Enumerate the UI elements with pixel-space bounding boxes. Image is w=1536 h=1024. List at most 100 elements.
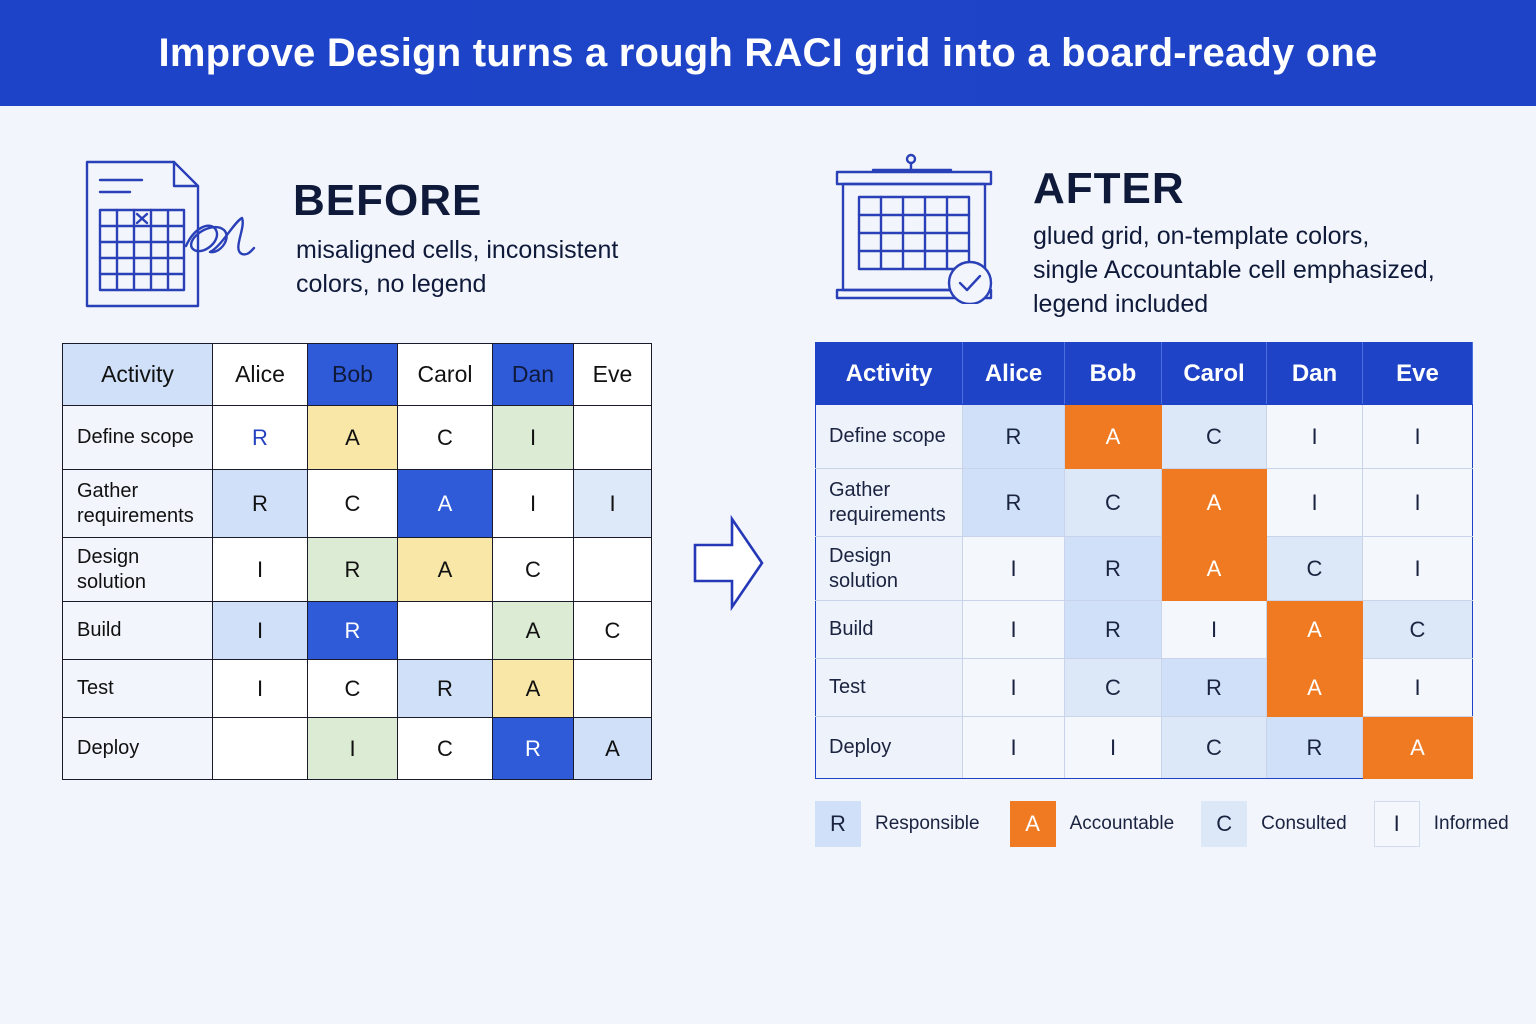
raci-cell: R bbox=[492, 717, 574, 780]
activity-cell: Build bbox=[62, 601, 213, 660]
raci-cell: A bbox=[492, 601, 574, 660]
activity-label: Build bbox=[77, 619, 122, 641]
raci-cell: R bbox=[307, 537, 398, 602]
raci-cell: I bbox=[1064, 716, 1162, 779]
column-header-person: Eve bbox=[573, 343, 652, 406]
raci-cell: C bbox=[397, 717, 493, 780]
raci-cell bbox=[573, 405, 652, 470]
activity-label: Define scope bbox=[829, 425, 946, 447]
title-banner: Improve Design turns a rough RACI grid i… bbox=[0, 0, 1536, 106]
activity-cell: Test bbox=[815, 658, 963, 717]
column-header-activity: Activity bbox=[62, 343, 213, 406]
raci-cell: R bbox=[397, 659, 493, 718]
raci-cell: I bbox=[1362, 658, 1473, 717]
activity-cell: Deploy bbox=[815, 716, 963, 779]
raci-cell bbox=[573, 659, 652, 718]
before-desc-line: misaligned cells, inconsistent bbox=[296, 236, 619, 264]
raci-cell: A bbox=[573, 717, 652, 780]
accountable-cell: A bbox=[1161, 536, 1267, 601]
raci-cell bbox=[573, 537, 652, 602]
accountable-cell: A bbox=[1266, 600, 1363, 659]
legend-item-informed: I Informed bbox=[1373, 801, 1509, 847]
before-heading: BEFORE bbox=[293, 176, 483, 225]
raci-cell: C bbox=[492, 537, 574, 602]
raci-cell: I bbox=[212, 601, 308, 660]
after-desc-line: single Accountable cell emphasized, bbox=[1033, 256, 1435, 284]
raci-cell: I bbox=[1161, 600, 1267, 659]
after-heading: AFTER bbox=[1033, 164, 1185, 213]
raci-cell: I bbox=[212, 659, 308, 718]
legend-swatch: I bbox=[1373, 801, 1420, 847]
activity-label: Deploy bbox=[77, 737, 140, 759]
raci-cell: R bbox=[1064, 600, 1162, 659]
column-header-person: Alice bbox=[212, 343, 308, 406]
raci-cell: C bbox=[1064, 468, 1162, 537]
page-title: Improve Design turns a rough RACI grid i… bbox=[158, 30, 1378, 75]
raci-cell: I bbox=[492, 469, 574, 538]
raci-cell: I bbox=[573, 469, 652, 538]
presentation-board-check-icon bbox=[833, 152, 995, 309]
raci-cell: C bbox=[1064, 658, 1162, 717]
activity-label: Deploy bbox=[829, 736, 892, 758]
activity-cell: Design solution bbox=[815, 536, 963, 601]
column-header-person: Bob bbox=[1064, 342, 1162, 405]
activity-label: Gather bbox=[829, 478, 891, 501]
raci-cell: I bbox=[1266, 404, 1363, 469]
legend-label: Accountable bbox=[1069, 813, 1175, 834]
raci-cell: I bbox=[962, 600, 1065, 659]
raci-cell: R bbox=[212, 469, 308, 538]
raci-cell bbox=[397, 601, 493, 660]
column-header-person: Carol bbox=[397, 343, 493, 406]
raci-cell: A bbox=[307, 405, 398, 470]
activity-label: Define scope bbox=[77, 426, 194, 448]
activity-label: Design solution bbox=[829, 544, 898, 592]
activity-cell: Build bbox=[815, 600, 963, 659]
column-header-person: Dan bbox=[492, 343, 574, 406]
raci-cell: C bbox=[573, 601, 652, 660]
activity-cell: Design solution bbox=[62, 537, 213, 602]
raci-cell: R bbox=[307, 601, 398, 660]
raci-cell: C bbox=[1362, 600, 1473, 659]
legend-swatch: A bbox=[1009, 801, 1056, 847]
column-header-person: Bob bbox=[307, 343, 398, 406]
raci-cell: A bbox=[397, 537, 493, 602]
raci-cell: R bbox=[212, 405, 308, 470]
accountable-cell: A bbox=[1362, 716, 1473, 779]
after-desc-line: glued grid, on-template colors, bbox=[1033, 222, 1370, 250]
raci-cell: C bbox=[307, 469, 398, 538]
raci-cell: I bbox=[1266, 468, 1363, 537]
raci-cell: R bbox=[1266, 716, 1363, 779]
raci-cell: C bbox=[397, 405, 493, 470]
activity-cell: Deploy bbox=[62, 717, 213, 780]
activity-cell: Define scope bbox=[62, 405, 213, 470]
activity-cell: Define scope bbox=[815, 404, 963, 469]
right-arrow-icon bbox=[690, 514, 768, 616]
legend-label: Informed bbox=[1433, 813, 1509, 834]
activity-label: Build bbox=[829, 618, 874, 640]
raci-cell: I bbox=[962, 658, 1065, 717]
raci-cell: C bbox=[307, 659, 398, 718]
column-header-person: Carol bbox=[1161, 342, 1267, 405]
column-header-activity: Activity bbox=[815, 342, 963, 405]
legend-swatch: R bbox=[815, 801, 861, 847]
accountable-cell: A bbox=[1064, 404, 1162, 469]
after-desc-line: legend included bbox=[1033, 290, 1209, 318]
raci-cell: I bbox=[492, 405, 574, 470]
raci-cell: C bbox=[1161, 404, 1267, 469]
legend-item-accountable: A Accountable bbox=[1009, 801, 1175, 847]
raci-cell: I bbox=[1362, 468, 1473, 537]
